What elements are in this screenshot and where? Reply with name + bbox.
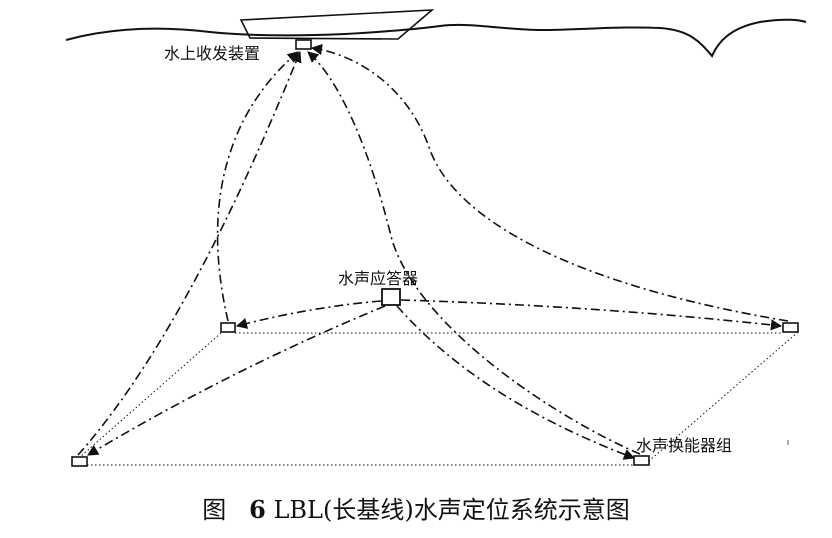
transducer-array-label: 水声换能器组 [636,436,733,455]
caption-number: 6 [249,495,266,524]
sea-surface-line [65,18,807,58]
surface-transceiver [295,39,312,50]
path-left-front-surface [77,50,302,456]
path-left-back-surface [216,51,299,322]
caption-text: LBL(长基线)水声定位系统示意图 [273,496,630,524]
transducer-right-back [782,322,799,333]
path-right-back-surface [310,43,789,322]
path-responder-right-front [396,305,636,460]
signal-paths [77,43,789,460]
figure-caption: 图 6 LBL(长基线)水声定位系统示意图 [0,490,832,525]
surface-unit-label: 水上收发装置 [164,44,261,63]
responder-label: 水声应答器 [338,269,419,288]
path-right-front-surface [307,51,641,455]
transducer-right-front [633,455,650,466]
boat-icon [239,9,435,40]
array-boundary [79,331,799,466]
path-responder-right-back [400,299,783,331]
transducer-left-back [220,322,236,333]
path-responder-left-back [235,300,382,329]
caption-prefix: 图 [202,496,227,524]
path-responder-left-front [87,305,386,456]
transducer-left-front [71,456,88,467]
responder-box [381,288,401,306]
